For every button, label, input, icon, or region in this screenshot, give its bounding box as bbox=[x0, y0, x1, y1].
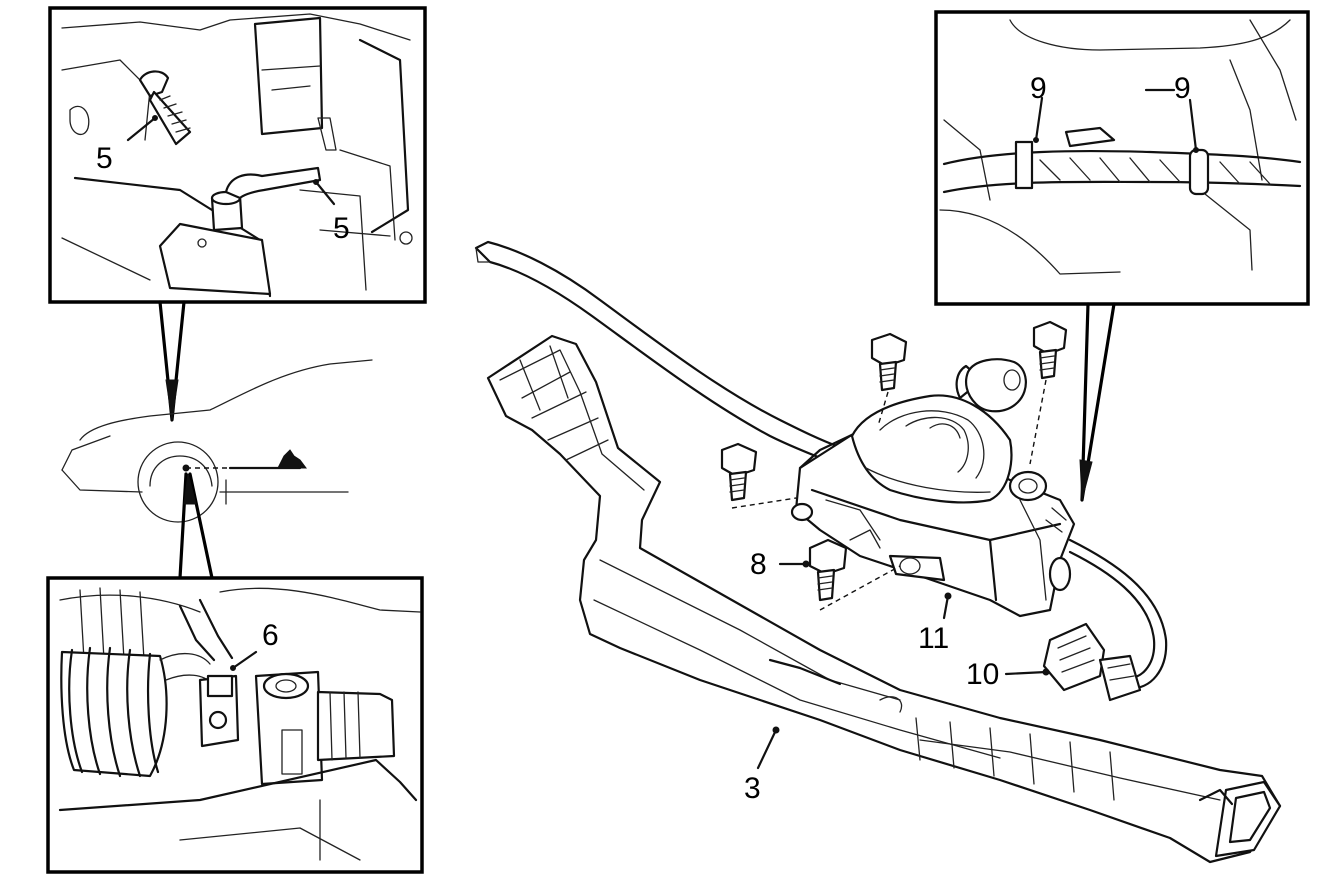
callout-9-left: 9 bbox=[1030, 72, 1047, 105]
bolt-left bbox=[720, 442, 797, 509]
callout-5-lower: 5 bbox=[333, 212, 350, 245]
gear-boot bbox=[850, 394, 1013, 504]
wiring-harness bbox=[942, 149, 1302, 194]
wiring-connector-10 bbox=[1042, 538, 1168, 702]
callout-11: 11 bbox=[918, 622, 949, 655]
inset-bottom-left: 6 bbox=[46, 576, 424, 874]
gear-knob bbox=[955, 358, 1027, 413]
inset-pointer-upper bbox=[158, 300, 186, 422]
screw-5-upper bbox=[138, 70, 192, 146]
inset-pointer-right bbox=[1079, 302, 1116, 502]
callout-9-right: 9 bbox=[1174, 72, 1191, 105]
bolt-8 bbox=[808, 538, 901, 611]
bolt-top-right bbox=[1029, 320, 1068, 465]
inset-top-right: 9 9 bbox=[934, 10, 1310, 306]
bolt-top-center bbox=[870, 332, 908, 427]
inset-top-left: 5 5 bbox=[48, 6, 427, 304]
callout-8: 8 bbox=[750, 548, 767, 581]
callout-6: 6 bbox=[262, 619, 279, 652]
connector-5-lower bbox=[210, 117, 337, 232]
callout-3: 3 bbox=[744, 772, 761, 805]
leader-lines bbox=[756, 560, 1050, 770]
callout-5-upper: 5 bbox=[96, 142, 113, 175]
car-locator bbox=[61, 359, 373, 523]
callout-10: 10 bbox=[966, 658, 999, 691]
inset-pointer-lower bbox=[178, 472, 214, 580]
cable-tie-9-right bbox=[1188, 148, 1210, 196]
clamp-bolt-6 bbox=[198, 674, 240, 748]
rubber-boot bbox=[60, 646, 168, 778]
console-tunnel-3 bbox=[486, 334, 1282, 864]
cable-tie-9-left bbox=[1014, 140, 1034, 190]
